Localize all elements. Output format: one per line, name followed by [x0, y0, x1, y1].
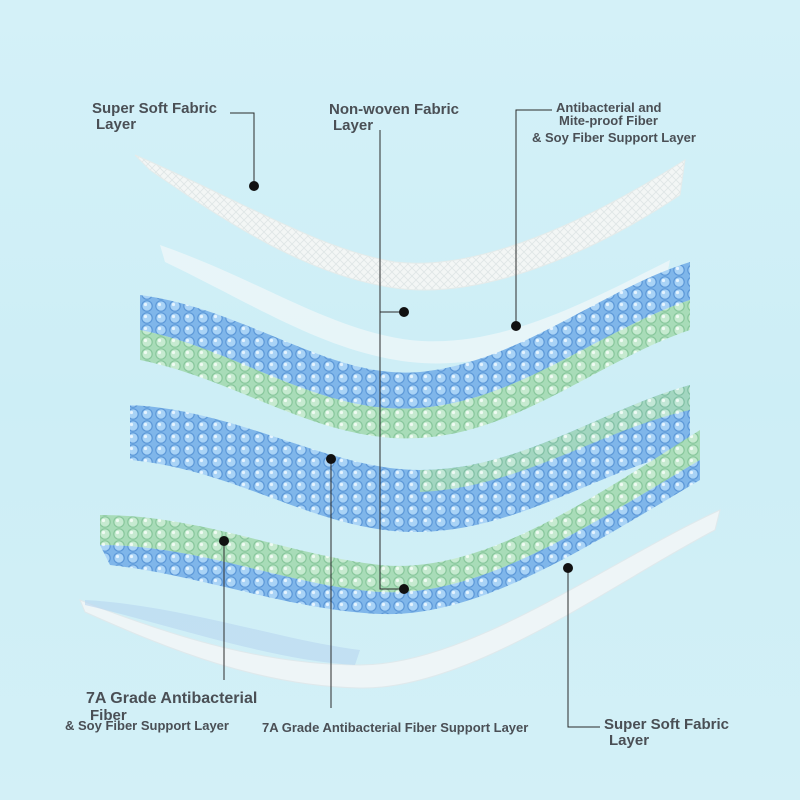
upper-fiber-band-green: [140, 300, 690, 439]
label-super-soft-bottom-line2: Layer: [609, 732, 650, 749]
label-7a-left-line3: & Soy Fiber Support Layer: [65, 718, 229, 733]
middle-fiber-band-blue: [130, 385, 690, 533]
middle-fiber-band-green: [420, 385, 690, 492]
label-7a-center: 7A Grade Antibacterial Fiber Support Lay…: [262, 720, 529, 735]
bottom-soft-fabric-layer: [79, 509, 721, 689]
lower-fiber-band-green: [100, 430, 700, 593]
label-super-soft-bottom-line1: Super Soft Fabric: [604, 716, 730, 733]
label-nonwoven-line2: Layer: [333, 117, 374, 134]
leader-lines: [223, 109, 600, 728]
marker-dots: [219, 181, 573, 594]
label-super-soft-top-line1: Super Soft Fabric: [92, 100, 218, 117]
label-7a-left-line2: Fiber: [90, 707, 127, 724]
label-antibac-mite-line2: Mite-proof Fiber: [559, 113, 658, 128]
label-nonwoven-line1: Non-woven Fabric: [329, 101, 460, 118]
label-super-soft-top-line2: Layer: [96, 116, 137, 133]
upper-fiber-band-blue: [140, 262, 690, 409]
label-7a-left-line1: 7A Grade Antibacterial: [86, 690, 258, 707]
lower-fiber-band-blue: [100, 460, 700, 615]
top-soft-fabric-layer: [134, 154, 686, 291]
label-antibac-mite-line1: Antibacterial and: [556, 100, 662, 115]
label-antibac-mite-line3: & Soy Fiber Support Layer: [532, 130, 696, 145]
